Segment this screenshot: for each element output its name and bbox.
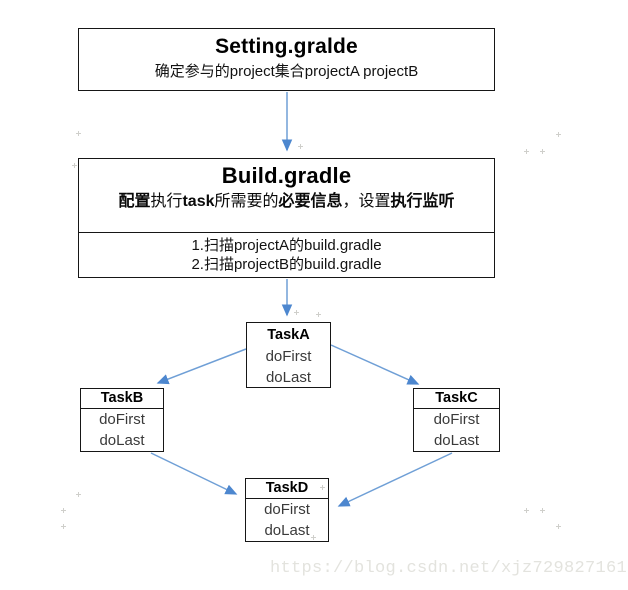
grid-artifact-mark [524, 149, 529, 154]
grid-artifact-mark [76, 492, 81, 497]
setting-gradle-node: Setting.gralde 确定参与的project集合projectA pr… [78, 28, 495, 91]
taska-dolast: doLast [265, 369, 312, 386]
subtitle-segment: 执行 [150, 193, 183, 210]
taskc-title: TaskC [414, 389, 499, 409]
grid-artifact-mark [556, 524, 561, 529]
grid-artifact-mark [72, 163, 77, 168]
grid-artifact-mark [524, 508, 529, 513]
taskc-dofirst: doFirst [433, 411, 480, 428]
subtitle-segment: 配置 [118, 193, 151, 210]
grid-artifact-mark [298, 144, 303, 149]
grid-artifact-mark [316, 312, 321, 317]
subtitle-segment: 所需要的 [214, 193, 279, 210]
taskd-dofirst: doFirst [264, 501, 310, 518]
taskd-dolast: doLast [264, 522, 310, 539]
grid-artifact-mark [320, 485, 325, 490]
build-node-header: Build.gradle 配置执行task所需要的必要信息，设置执行监听 [79, 159, 494, 233]
csdn-blog-watermark: https://blog.csdn.net/xjz729827161 [269, 559, 627, 578]
build-step-1: 1.扫描projectA的build.gradle [191, 237, 382, 254]
taskb-dolast: doLast [99, 432, 145, 449]
build-node-title: Build.gradle [221, 163, 352, 188]
grid-artifact-mark [61, 508, 66, 513]
arrow-taskb-to-taskd [150, 452, 238, 495]
setting-node-subtitle: 确定参与的project集合projectA projectB [154, 63, 419, 80]
subtitle-segment: 必要信息 [278, 193, 343, 210]
grid-artifact-mark [76, 131, 81, 136]
taskc-dolast: doLast [433, 432, 480, 449]
subtitle-segment: 执行监听 [390, 193, 455, 210]
taskd-title: TaskD [246, 479, 328, 499]
taska-dofirst: doFirst [265, 348, 312, 365]
build-gradle-node: Build.gradle 配置执行task所需要的必要信息，设置执行监听 1.扫… [78, 158, 495, 278]
grid-artifact-mark [540, 508, 545, 513]
grid-artifact-mark [311, 535, 316, 540]
taskc-node: TaskC doFirst doLast [413, 388, 500, 452]
taskb-dofirst: doFirst [99, 411, 145, 428]
build-node-subtitle: 配置执行task所需要的必要信息，设置执行监听 [79, 190, 494, 214]
grid-artifact-mark [61, 524, 66, 529]
arrow-taska-to-taskc [330, 344, 420, 385]
taskb-node: TaskB doFirst doLast [80, 388, 164, 452]
taska-node: TaskA doFirst doLast [246, 322, 331, 388]
grid-artifact-mark [540, 149, 545, 154]
build-step-2: 2.扫描projectB的build.gradle [191, 256, 382, 273]
build-node-steps: 1.扫描projectA的build.gradle 2.扫描projectB的b… [79, 233, 494, 274]
taskd-node: TaskD doFirst doLast [245, 478, 329, 542]
setting-node-title: Setting.gralde [215, 35, 358, 58]
taska-title: TaskA [267, 327, 310, 343]
arrow-taskc-to-taskd [337, 452, 453, 507]
taskb-title: TaskB [81, 389, 163, 409]
subtitle-segment: task [182, 193, 215, 210]
grid-artifact-mark [294, 310, 299, 315]
grid-artifact-mark [556, 132, 561, 137]
subtitle-segment: ，设置 [342, 193, 391, 210]
arrow-taska-to-taskb [156, 348, 247, 385]
